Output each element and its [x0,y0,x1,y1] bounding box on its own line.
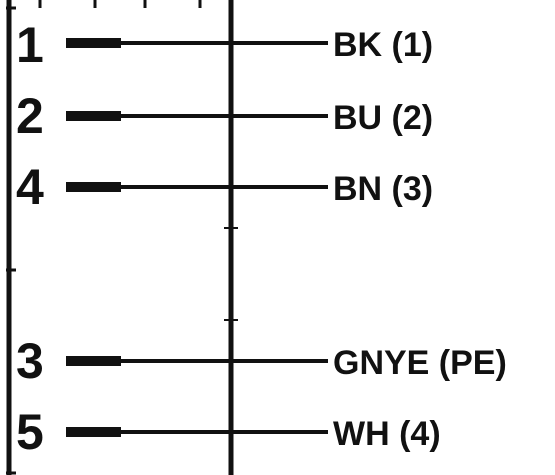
pin-number: 5 [16,404,44,460]
pin-number: 4 [16,159,44,215]
pin-row-1: 1 BK (1) [16,17,433,73]
wire-label: BN (3) [333,170,433,208]
wire-label: WH (4) [333,415,441,453]
pin-contact [66,427,121,437]
pin-number: 2 [16,88,44,144]
pin-number: 1 [16,17,44,73]
pin-row-2: 2 BU (2) [16,88,433,144]
pin-contact [66,356,121,366]
pin-row-3: 4 BN (3) [16,159,433,215]
wire-label: BU (2) [333,99,433,137]
wire-label: BK (1) [333,26,433,64]
connector-body [6,0,238,475]
pin-number: 3 [16,333,44,389]
pin-contact [66,111,121,121]
pin-row-5: 5 WH (4) [16,404,441,460]
pin-row-4: 3 GNYE (PE) [16,333,507,389]
pin-contact [66,182,121,192]
wire-label: GNYE (PE) [333,344,507,382]
pin-contact [66,38,121,48]
